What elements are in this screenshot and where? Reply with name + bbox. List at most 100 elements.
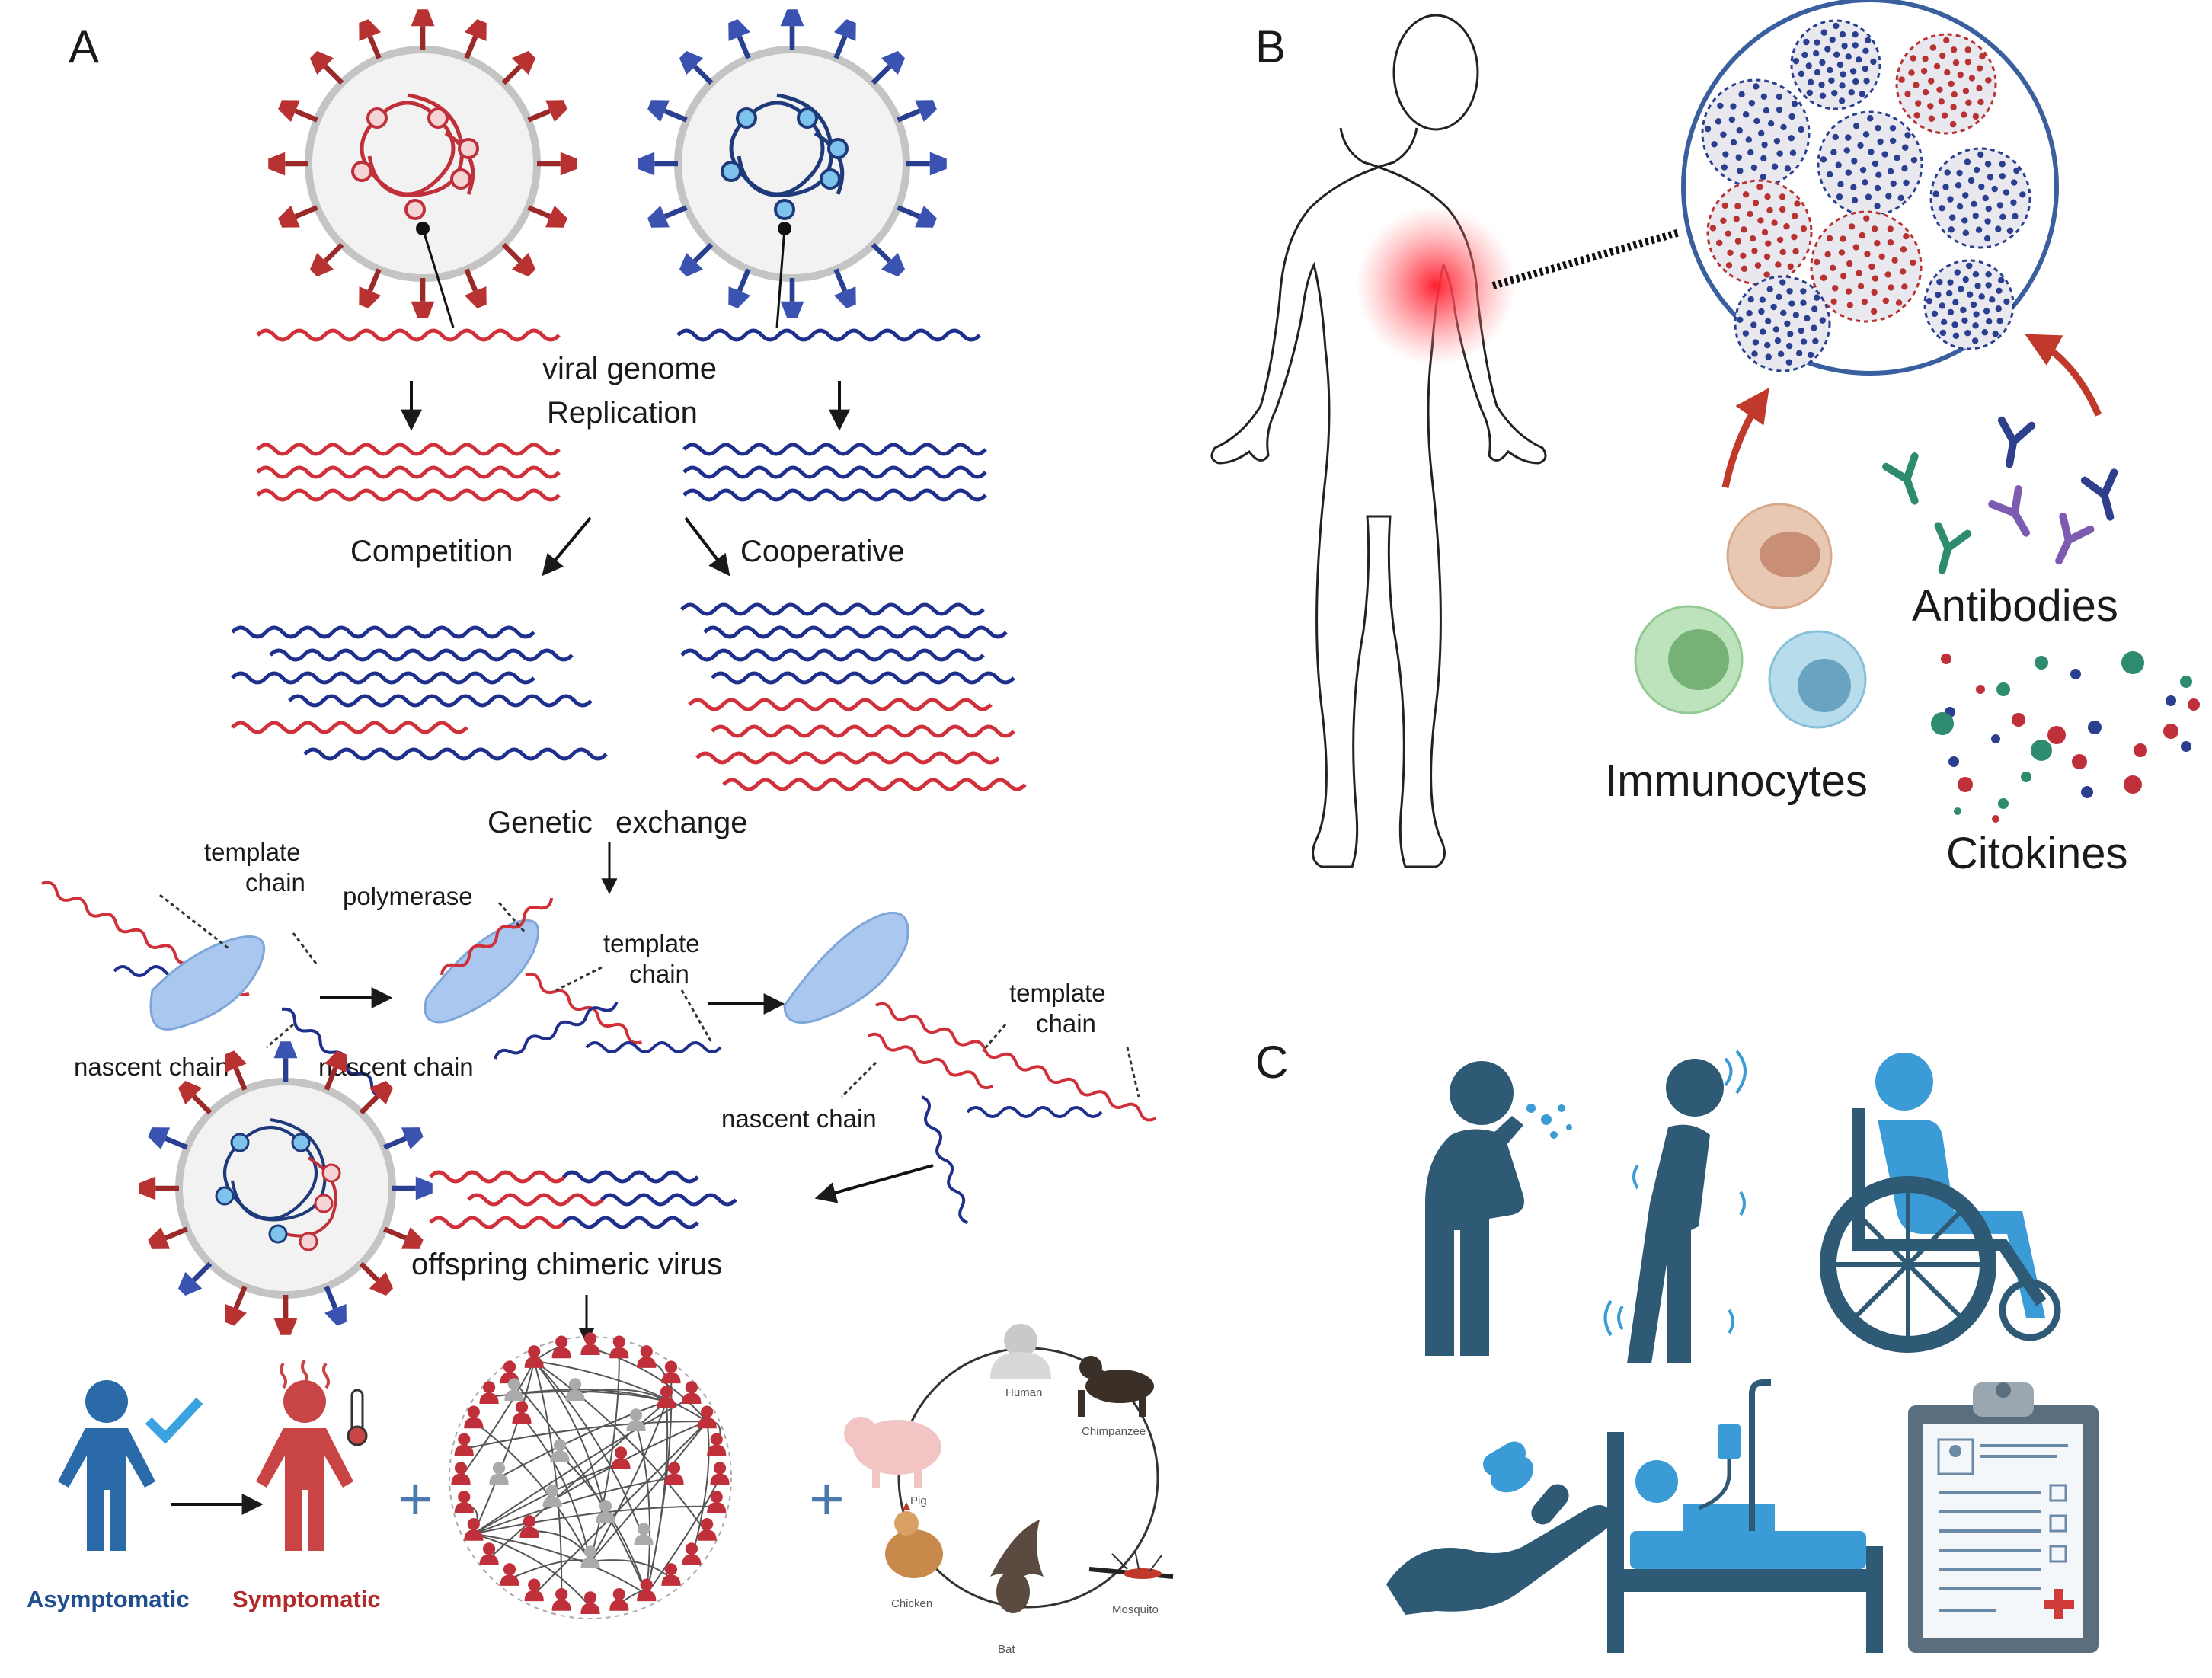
label-asymptomatic: Asymptomatic bbox=[27, 1586, 190, 1612]
plus-sign: + bbox=[398, 1465, 433, 1533]
network-person-icon bbox=[451, 1462, 471, 1485]
label-template: template bbox=[603, 929, 700, 957]
genome-red bbox=[257, 331, 559, 340]
virus-particle-icon bbox=[1895, 33, 1997, 135]
label-antibodies: Antibodies bbox=[1912, 581, 2118, 631]
cooperative-genomes bbox=[682, 605, 1025, 789]
symptomatic-person-icon bbox=[256, 1380, 353, 1551]
panel-label-c: C bbox=[1255, 1037, 1288, 1088]
arrow-cooperative bbox=[684, 516, 730, 577]
label-host-chicken: Chicken bbox=[891, 1597, 932, 1610]
label-nascent-chain: nascent chain bbox=[74, 1053, 229, 1081]
panel-a: viral genome Replication Competition Coo… bbox=[27, 46, 1174, 1656]
virus-red-icon bbox=[305, 46, 541, 282]
virus-particle-icon bbox=[1701, 78, 1811, 188]
network-person-icon bbox=[661, 1360, 681, 1384]
network-person-icon bbox=[682, 1381, 702, 1405]
label-chain: chain bbox=[1036, 1009, 1096, 1037]
panel-label-b: B bbox=[1255, 21, 1286, 72]
recombination-step-3: template chain nascent chain bbox=[721, 912, 1159, 1226]
arrow-immunocytes bbox=[1721, 387, 1769, 488]
chimeric-virus-icon bbox=[175, 1078, 396, 1299]
network-person-icon bbox=[682, 1542, 702, 1565]
label-host-pig: Pig bbox=[910, 1494, 927, 1507]
thermometer-icon bbox=[347, 1389, 368, 1446]
network-person-icon bbox=[500, 1563, 519, 1586]
human-body-outline-icon bbox=[1210, 14, 1547, 868]
pointer-line bbox=[421, 228, 455, 328]
arrow-competition bbox=[542, 516, 592, 577]
coughing-person-icon bbox=[1425, 1061, 1524, 1356]
wheelchair-icon bbox=[1820, 1053, 2061, 1353]
network-person-icon bbox=[707, 1491, 727, 1513]
arrow-antibodies bbox=[2025, 334, 2102, 417]
network-person-icon bbox=[512, 1401, 532, 1424]
plus-sign: + bbox=[809, 1465, 845, 1533]
heat-waves-icon bbox=[280, 1359, 330, 1389]
cytokines-icon bbox=[1931, 651, 2200, 823]
chimeric-genomes bbox=[430, 1172, 736, 1227]
virus-particle-icon bbox=[1923, 259, 2015, 350]
network-person-icon bbox=[626, 1408, 646, 1431]
transmission-network bbox=[449, 1332, 732, 1619]
polymerase-icon bbox=[783, 912, 909, 1024]
network-person-icon bbox=[454, 1491, 474, 1513]
network-person-icon bbox=[551, 1588, 571, 1611]
network-person-icon bbox=[479, 1381, 499, 1405]
panel-c bbox=[1386, 1050, 2099, 1653]
label-nascent-chain: nascent chain bbox=[721, 1104, 877, 1133]
genome-blue bbox=[678, 331, 980, 340]
virus-blue-icon bbox=[674, 46, 910, 282]
network-person-icon bbox=[454, 1433, 474, 1456]
network-person-icon bbox=[661, 1563, 681, 1586]
label-replication: Replication bbox=[547, 396, 698, 430]
network-person-icon bbox=[710, 1462, 730, 1485]
label-competition: Competition bbox=[350, 535, 513, 568]
polymerase-icon bbox=[424, 919, 540, 1024]
network-person-icon bbox=[479, 1542, 499, 1565]
medicine-hand-icon bbox=[1386, 1441, 1613, 1615]
panel-label-a: A bbox=[69, 21, 99, 72]
network-person-icon bbox=[580, 1332, 600, 1355]
chicken-host-icon bbox=[885, 1502, 943, 1578]
arrow-to-chimeric bbox=[814, 1164, 934, 1203]
label-symptomatic: Symptomatic bbox=[232, 1586, 381, 1612]
polymerase-icon bbox=[149, 935, 266, 1031]
label-host-mosquito: Mosquito bbox=[1112, 1603, 1159, 1616]
replicated-blue bbox=[684, 445, 986, 500]
label-template: template bbox=[204, 838, 301, 866]
zoom-line bbox=[1491, 229, 1681, 289]
virus-particle-icon bbox=[1929, 147, 2031, 249]
network-person-icon bbox=[637, 1345, 657, 1368]
label-viral-genome: viral genome bbox=[542, 352, 717, 385]
recombination-step-1: template chain nascent chain bbox=[40, 838, 389, 1101]
replicated-red bbox=[257, 445, 559, 500]
label-citokines: Citokines bbox=[1946, 829, 2128, 878]
asymptomatic-person-icon bbox=[58, 1380, 155, 1551]
label-chain: chain bbox=[629, 960, 689, 988]
virus-particle-icon bbox=[1734, 275, 1831, 372]
bat-host-icon bbox=[990, 1520, 1044, 1613]
competition-genomes bbox=[232, 628, 606, 759]
label-cooperative: Cooperative bbox=[740, 535, 905, 568]
immunocytes-icon bbox=[1634, 503, 1867, 729]
label-immunocytes: Immunocytes bbox=[1605, 756, 1868, 806]
label-host-chimpanzee: Chimpanzee bbox=[1082, 1425, 1146, 1438]
motion-lines-icon bbox=[1603, 1050, 1747, 1337]
pointer-line bbox=[775, 228, 786, 328]
mosquito-host-icon bbox=[1088, 1549, 1174, 1579]
label-template: template bbox=[1009, 979, 1106, 1007]
virus-particle-icon bbox=[1706, 179, 1813, 286]
hospital-bed-icon bbox=[1607, 1379, 1883, 1653]
virus-particle-icon bbox=[1790, 19, 1881, 110]
network-person-icon bbox=[707, 1433, 727, 1456]
virus-particle-icon bbox=[1810, 210, 1923, 323]
infection-glow bbox=[1356, 206, 1516, 366]
label-polymerase: polymerase bbox=[343, 882, 473, 910]
virus-particle-icon bbox=[1817, 110, 1923, 217]
antibodies-icon bbox=[1882, 416, 2118, 574]
pig-host-icon bbox=[844, 1417, 941, 1488]
label-offspring: offspring chimeric virus bbox=[411, 1248, 722, 1281]
panel-b: Immunocytes Antibodies Citokines bbox=[1210, 0, 2200, 878]
